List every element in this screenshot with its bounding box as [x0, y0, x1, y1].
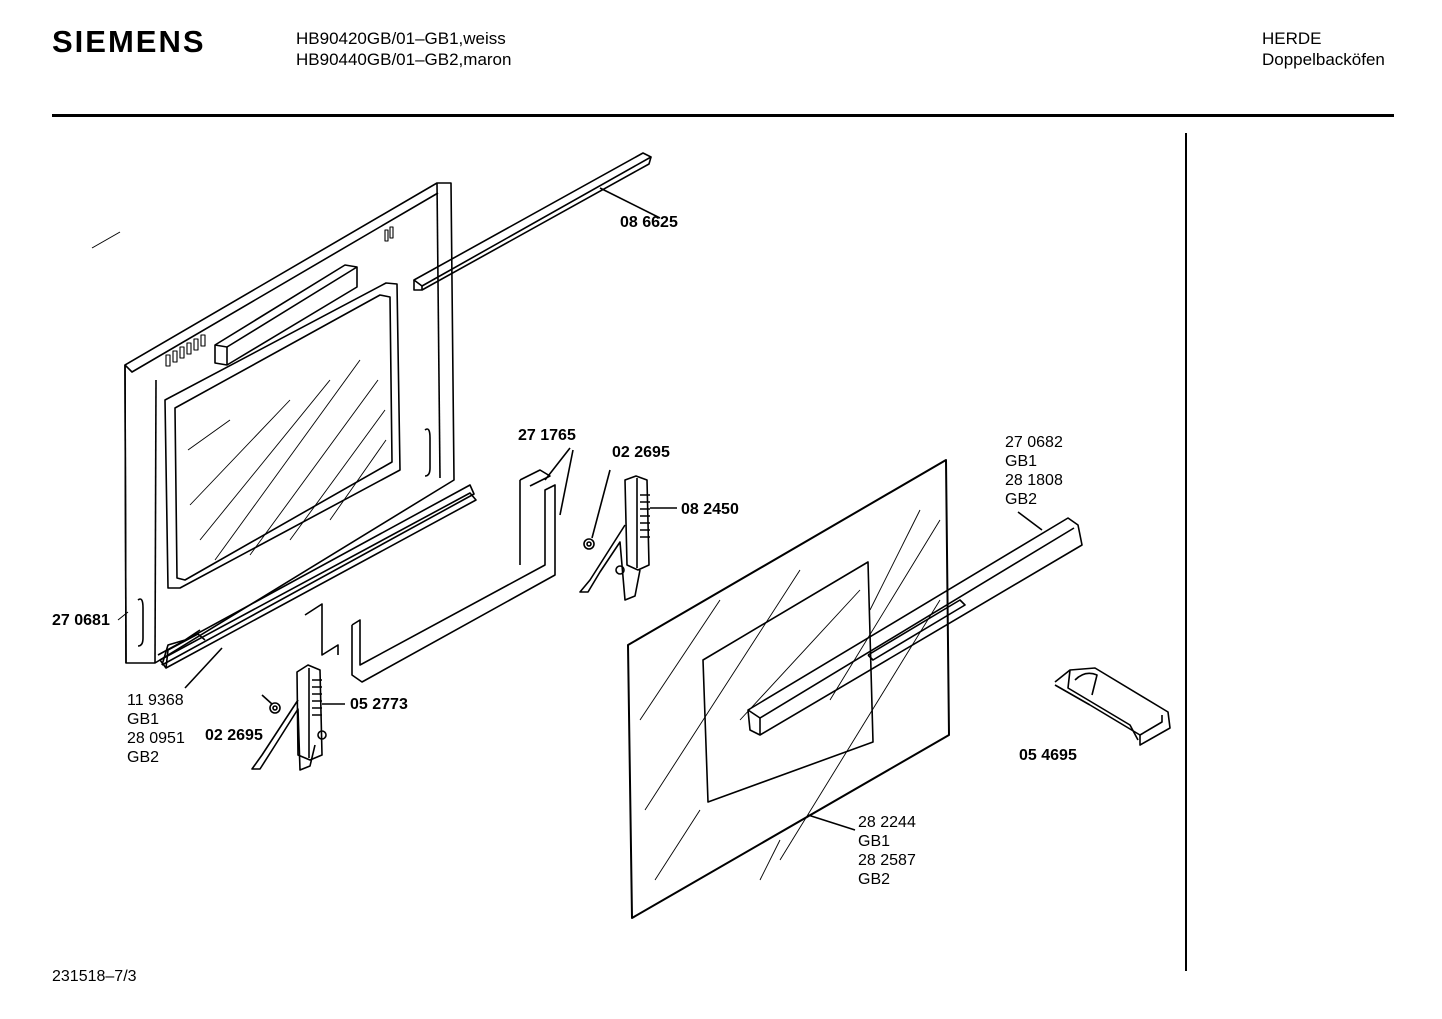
document-number: 231518–7/3: [52, 968, 137, 985]
door-handle: [747, 511, 1083, 736]
part-label-282244-group: 28 2244 GB1 28 2587 GB2: [858, 813, 916, 889]
part-label-086625: 08 6625: [620, 214, 678, 231]
part-label-082450: 08 2450: [681, 501, 739, 518]
model-line-2: HB90440GB/01–GB2,maron: [296, 50, 512, 69]
small-bracket: [1054, 667, 1171, 746]
part-label-gb2: GB2: [1005, 491, 1038, 508]
product-category: HERDE Doppelbacköfen: [1262, 28, 1385, 70]
part-label-270682: 27 0682: [1005, 434, 1063, 451]
header-rule: [52, 114, 1394, 117]
outer-glass-panel: [627, 459, 950, 919]
leader-lines: [91, 231, 129, 621]
part-label-054695: 05 4695: [1019, 747, 1077, 764]
part-label-gb2: GB2: [858, 871, 891, 888]
u-bracket: [304, 447, 574, 683]
brand-logo: SIEMENS: [52, 24, 206, 59]
column-divider: [1185, 133, 1187, 971]
door-frame-panel: [124, 182, 475, 666]
part-label-022695-upper: 02 2695: [612, 444, 670, 461]
category-line-2: Doppelbacköfen: [1262, 50, 1385, 69]
part-label-281808: 28 1808: [1005, 472, 1063, 489]
part-label-119368: 11 9368: [127, 692, 184, 709]
lower-hinge: [251, 664, 345, 771]
part-label-gb1: GB1: [1005, 453, 1038, 470]
model-numbers: HB90420GB/01–GB1,weiss HB90440GB/01–GB2,…: [296, 28, 511, 70]
part-label-271765: 27 1765: [518, 427, 576, 444]
part-label-gb2: GB2: [127, 749, 160, 766]
part-label-119368-group: 11 9368 GB1 28 0951 GB2: [127, 691, 185, 767]
model-line-1: HB90420GB/01–GB1,weiss: [296, 29, 506, 48]
part-label-270682-group: 27 0682 GB1 28 1808 GB2: [1005, 433, 1063, 509]
top-strip: [413, 152, 661, 291]
part-label-052773: 05 2773: [350, 696, 408, 713]
lower-door-strip: [159, 492, 477, 689]
category-line-1: HERDE: [1262, 29, 1322, 48]
part-label-282587: 28 2587: [858, 852, 916, 869]
part-label-282244: 28 2244: [858, 814, 916, 831]
part-label-gb1: GB1: [858, 833, 891, 850]
part-label-022695-lower: 02 2695: [205, 727, 263, 744]
upper-hinge: [579, 469, 677, 601]
part-label-280951: 28 0951: [127, 730, 185, 747]
part-label-gb1: GB1: [127, 711, 160, 728]
part-label-270681: 27 0681: [52, 612, 110, 629]
